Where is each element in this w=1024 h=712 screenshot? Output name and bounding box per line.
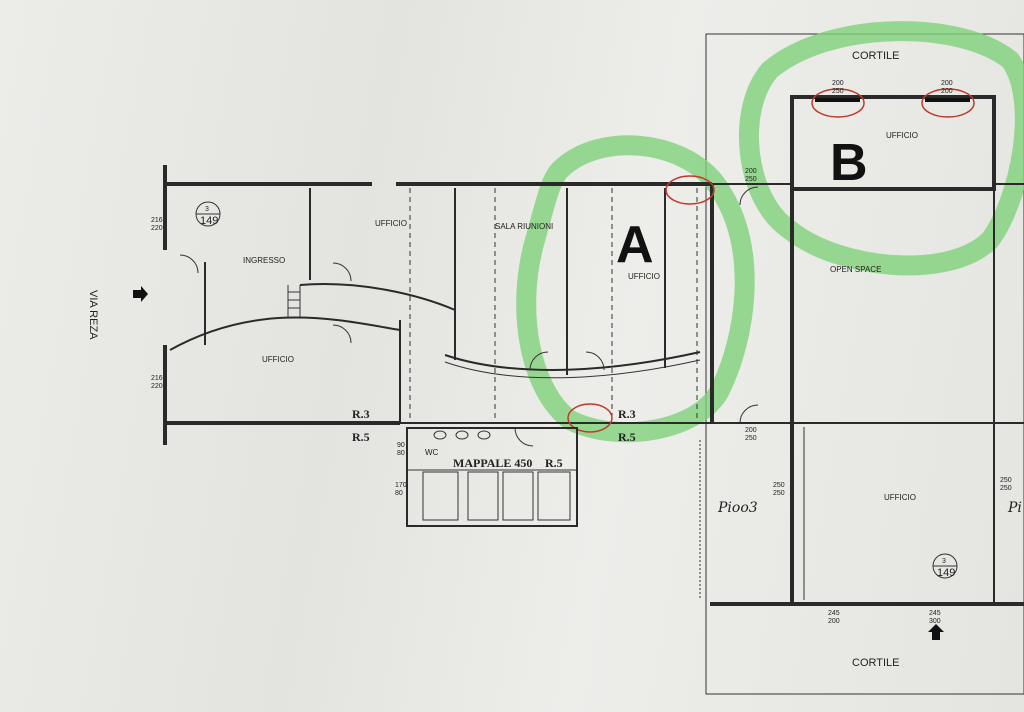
section-reference: 3 149 xyxy=(932,553,958,579)
svg-text:149: 149 xyxy=(200,215,218,227)
courtyard-label: CORTILE xyxy=(852,657,899,669)
red-circle xyxy=(921,88,975,118)
dimension: 216 xyxy=(151,375,163,382)
dimension: 250 xyxy=(1000,477,1012,484)
dimension: 245 xyxy=(828,610,840,617)
door-swing xyxy=(739,404,759,424)
dimension: 250 xyxy=(773,490,785,497)
dimension: 90 xyxy=(397,442,405,449)
dimension: 245 xyxy=(929,610,941,617)
highlight-loop-a xyxy=(516,135,755,443)
dimension: 80 xyxy=(397,450,405,457)
room-label: UFFICIO xyxy=(884,493,916,502)
dimension: 220 xyxy=(151,383,163,390)
wc-block xyxy=(406,427,578,527)
highlight-loop-b xyxy=(738,21,1024,276)
svg-text:3: 3 xyxy=(942,558,946,565)
dimension: 200 xyxy=(828,618,840,625)
street-label: VIA REZA xyxy=(87,290,99,340)
room-label: UFFICIO xyxy=(375,219,407,228)
stairs xyxy=(287,285,301,318)
door-swing xyxy=(585,351,605,371)
room-label: SALA RIUNIONI xyxy=(495,222,553,231)
room-b-walls xyxy=(790,95,996,191)
red-circle xyxy=(665,175,715,205)
curved-wall xyxy=(444,351,701,371)
dimension: 170 xyxy=(395,482,407,489)
svg-text:3: 3 xyxy=(205,206,209,213)
room-label: UFFICIO xyxy=(628,272,660,281)
room-label: OPEN SPACE xyxy=(830,265,881,274)
level-mark: R.3 xyxy=(618,407,636,421)
dimension: 250 xyxy=(832,88,844,95)
dimension: 220 xyxy=(151,225,163,232)
room-label: WC xyxy=(425,448,439,457)
red-circle xyxy=(567,403,613,433)
dimension: 200 xyxy=(745,168,757,175)
dimension: 80 xyxy=(395,490,403,497)
dimension: 250 xyxy=(773,482,785,489)
door-swing xyxy=(739,186,759,206)
svg-text:149: 149 xyxy=(937,567,955,579)
dimension: 250 xyxy=(1000,485,1012,492)
red-circle xyxy=(811,88,865,118)
dimension: 200 xyxy=(745,427,757,434)
entrance-arrow xyxy=(928,624,944,640)
dimension: 200 xyxy=(832,80,844,87)
curved-wall xyxy=(299,283,456,311)
dimension: 216 xyxy=(151,217,163,224)
dimension: 200 xyxy=(941,88,953,95)
entrance-arrow xyxy=(133,286,148,302)
handwritten-note: Pi xyxy=(1007,500,1022,516)
section-reference: 3 149 xyxy=(195,201,221,227)
mappale-label: MAPPALE 450 xyxy=(453,456,532,470)
dimension: 300 xyxy=(929,618,941,625)
level-mark: R.5 xyxy=(618,430,636,444)
door-swing xyxy=(529,351,549,371)
handwritten-note: Pioo3 xyxy=(717,500,758,516)
room-label: UFFICIO xyxy=(262,355,294,364)
door-swing xyxy=(514,427,534,447)
marker-a: A xyxy=(616,216,654,274)
curved-wall xyxy=(444,359,701,379)
door-swing xyxy=(179,254,199,274)
door-swing xyxy=(332,262,352,282)
level-mark: R.5 xyxy=(545,456,563,470)
curved-wall xyxy=(169,316,401,351)
dimension: 250 xyxy=(745,176,757,183)
dimension: 200 xyxy=(941,80,953,87)
level-mark: R.3 xyxy=(352,407,370,421)
room-label: INGRESSO xyxy=(243,256,285,265)
room-label: UFFICIO xyxy=(886,131,918,140)
level-mark: R.5 xyxy=(352,430,370,444)
courtyard-label: CORTILE xyxy=(852,50,899,62)
door-swing xyxy=(332,324,352,344)
dimension: 250 xyxy=(745,435,757,442)
marker-b: B xyxy=(830,134,868,192)
